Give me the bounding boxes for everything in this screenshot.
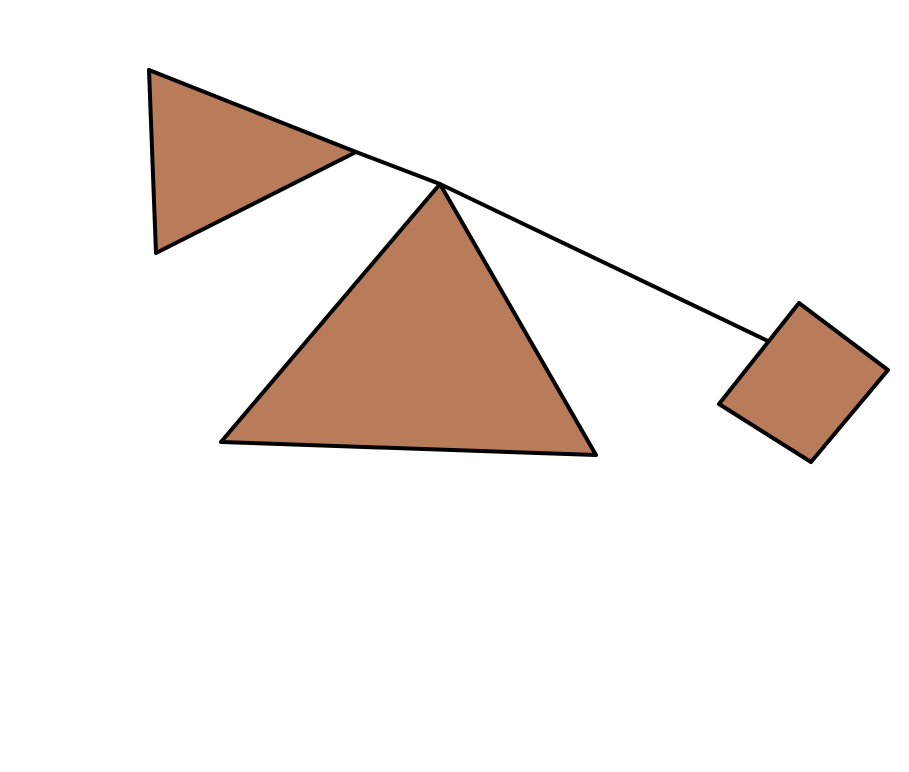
right-square [717, 301, 890, 464]
left-triangle [147, 68, 358, 255]
center-triangle [219, 182, 598, 457]
